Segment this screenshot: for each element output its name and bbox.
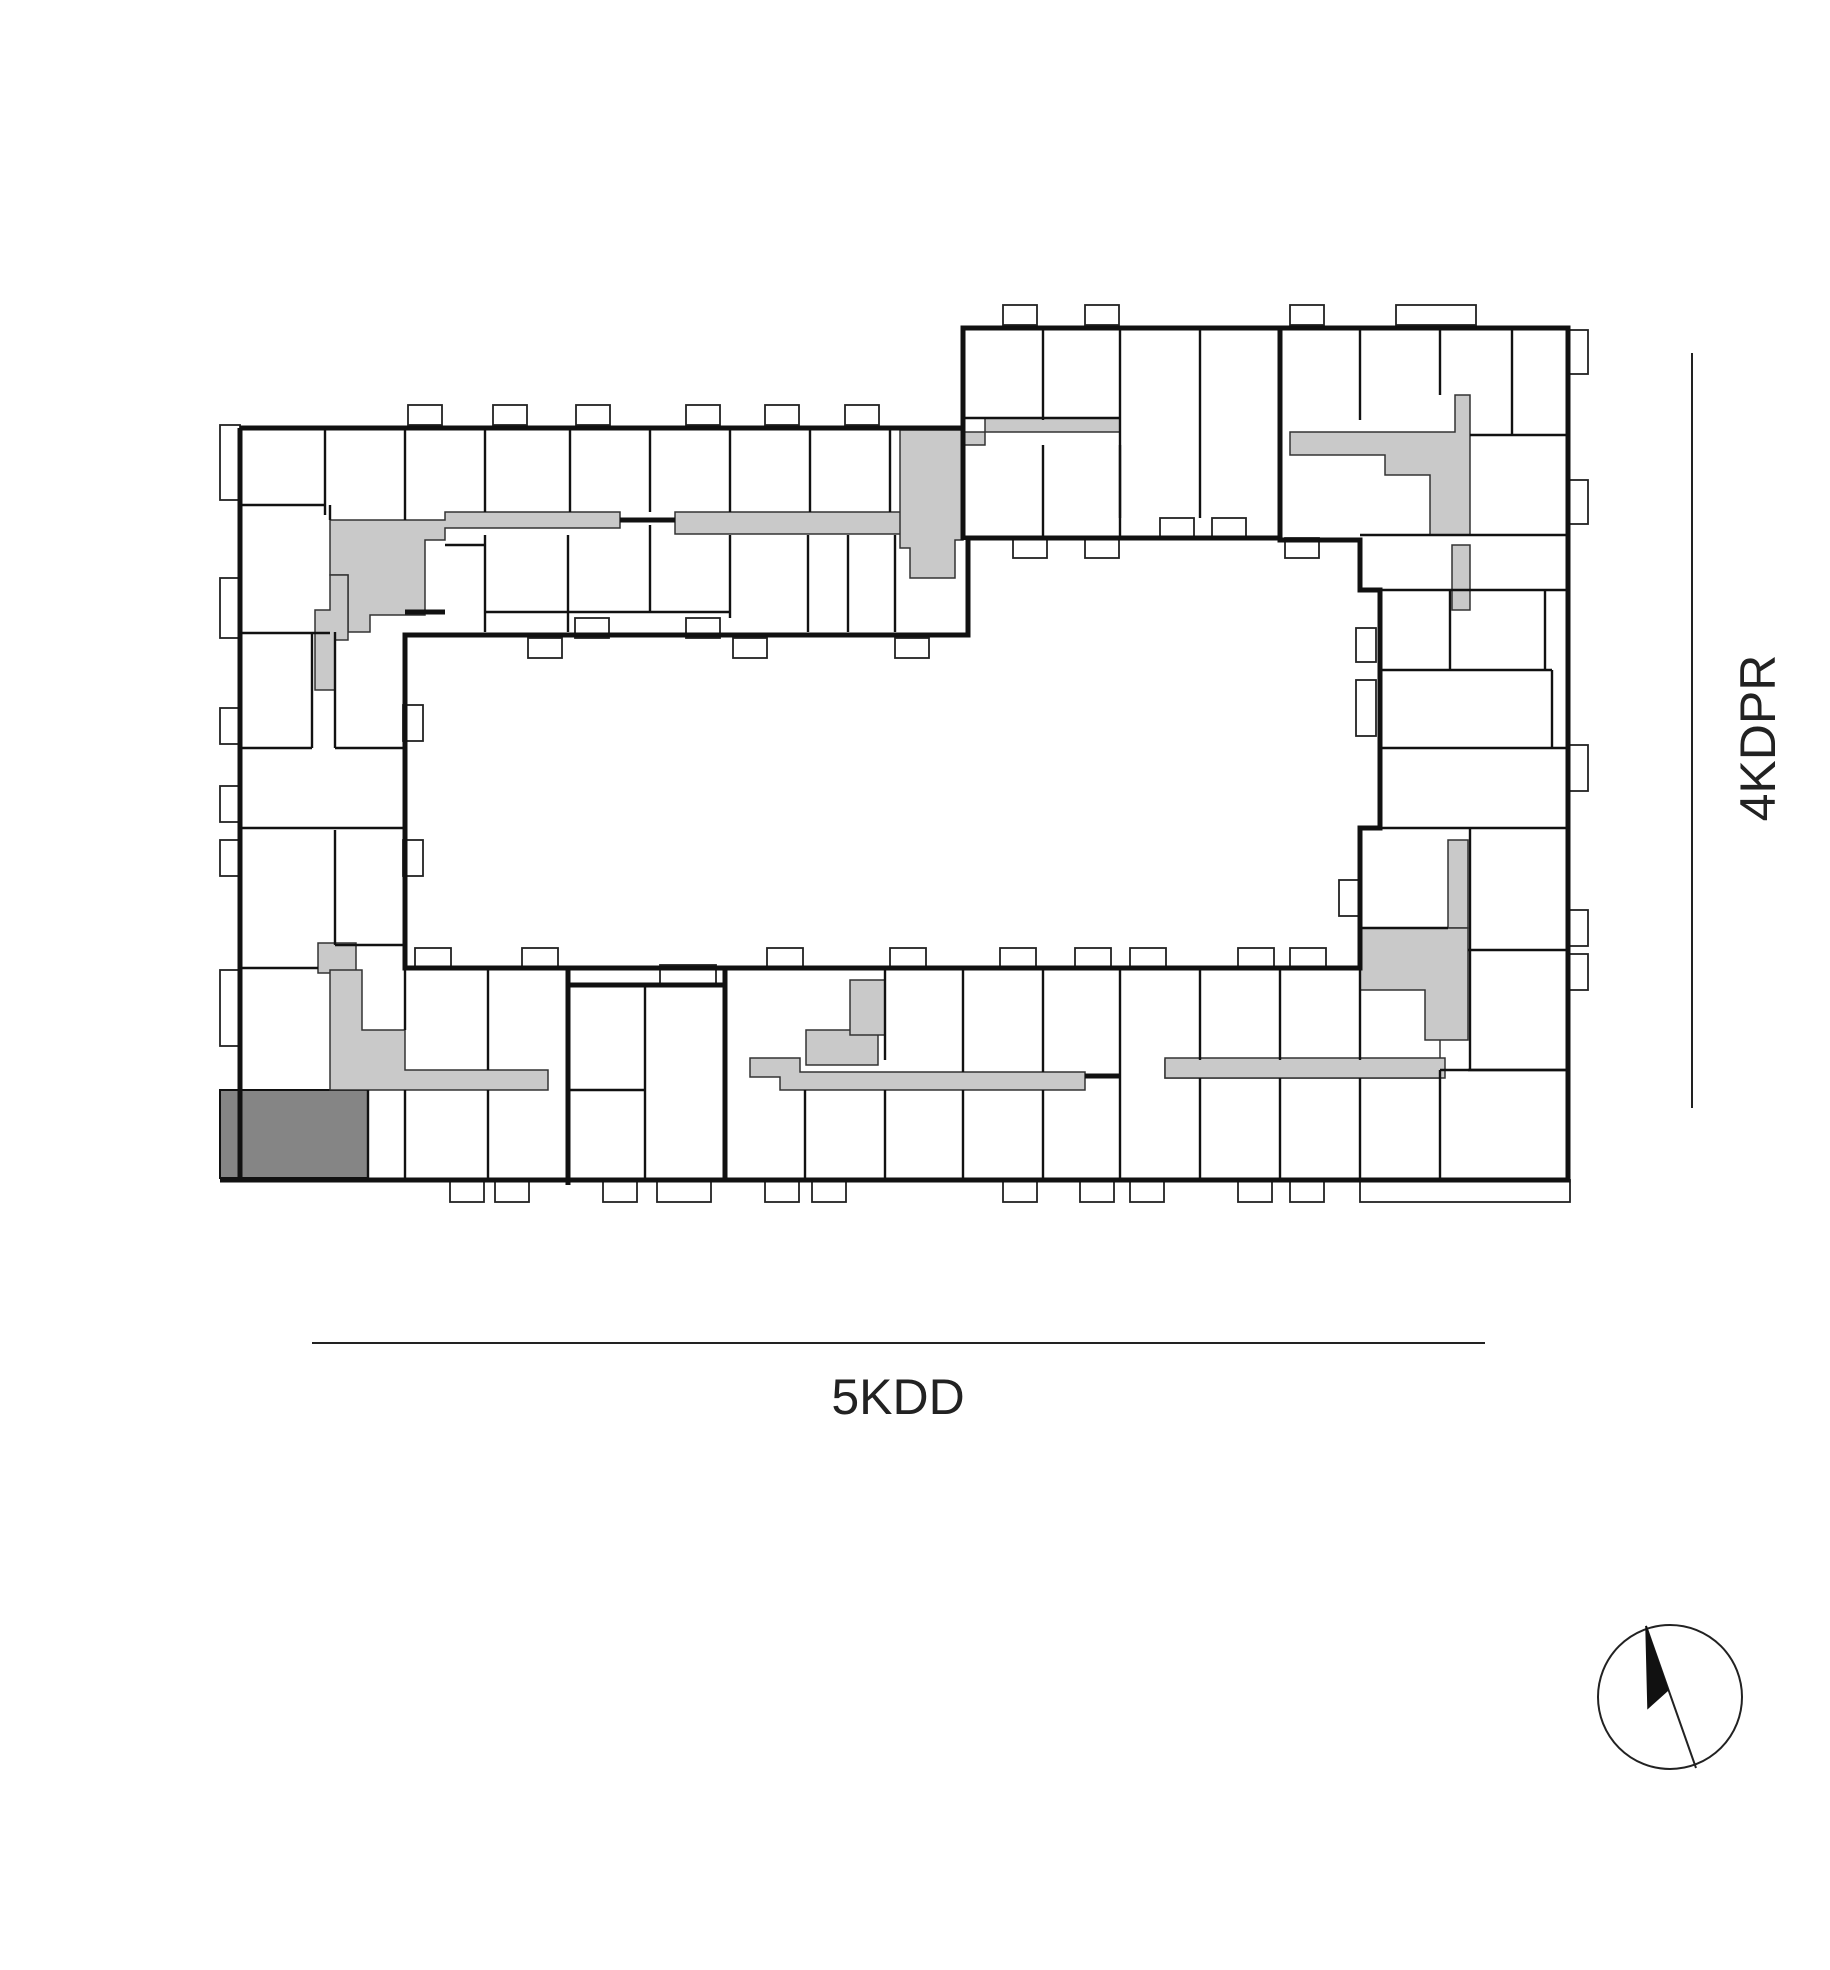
walls	[220, 325, 1571, 1185]
depth-dimension-label: 4KDPR	[1730, 655, 1786, 822]
room-partitions	[240, 328, 1570, 1178]
width-dimension-label: 5KDD	[831, 1369, 964, 1425]
north-arrow-icon	[1597, 1624, 1743, 1770]
corridors	[314, 394, 1471, 1091]
